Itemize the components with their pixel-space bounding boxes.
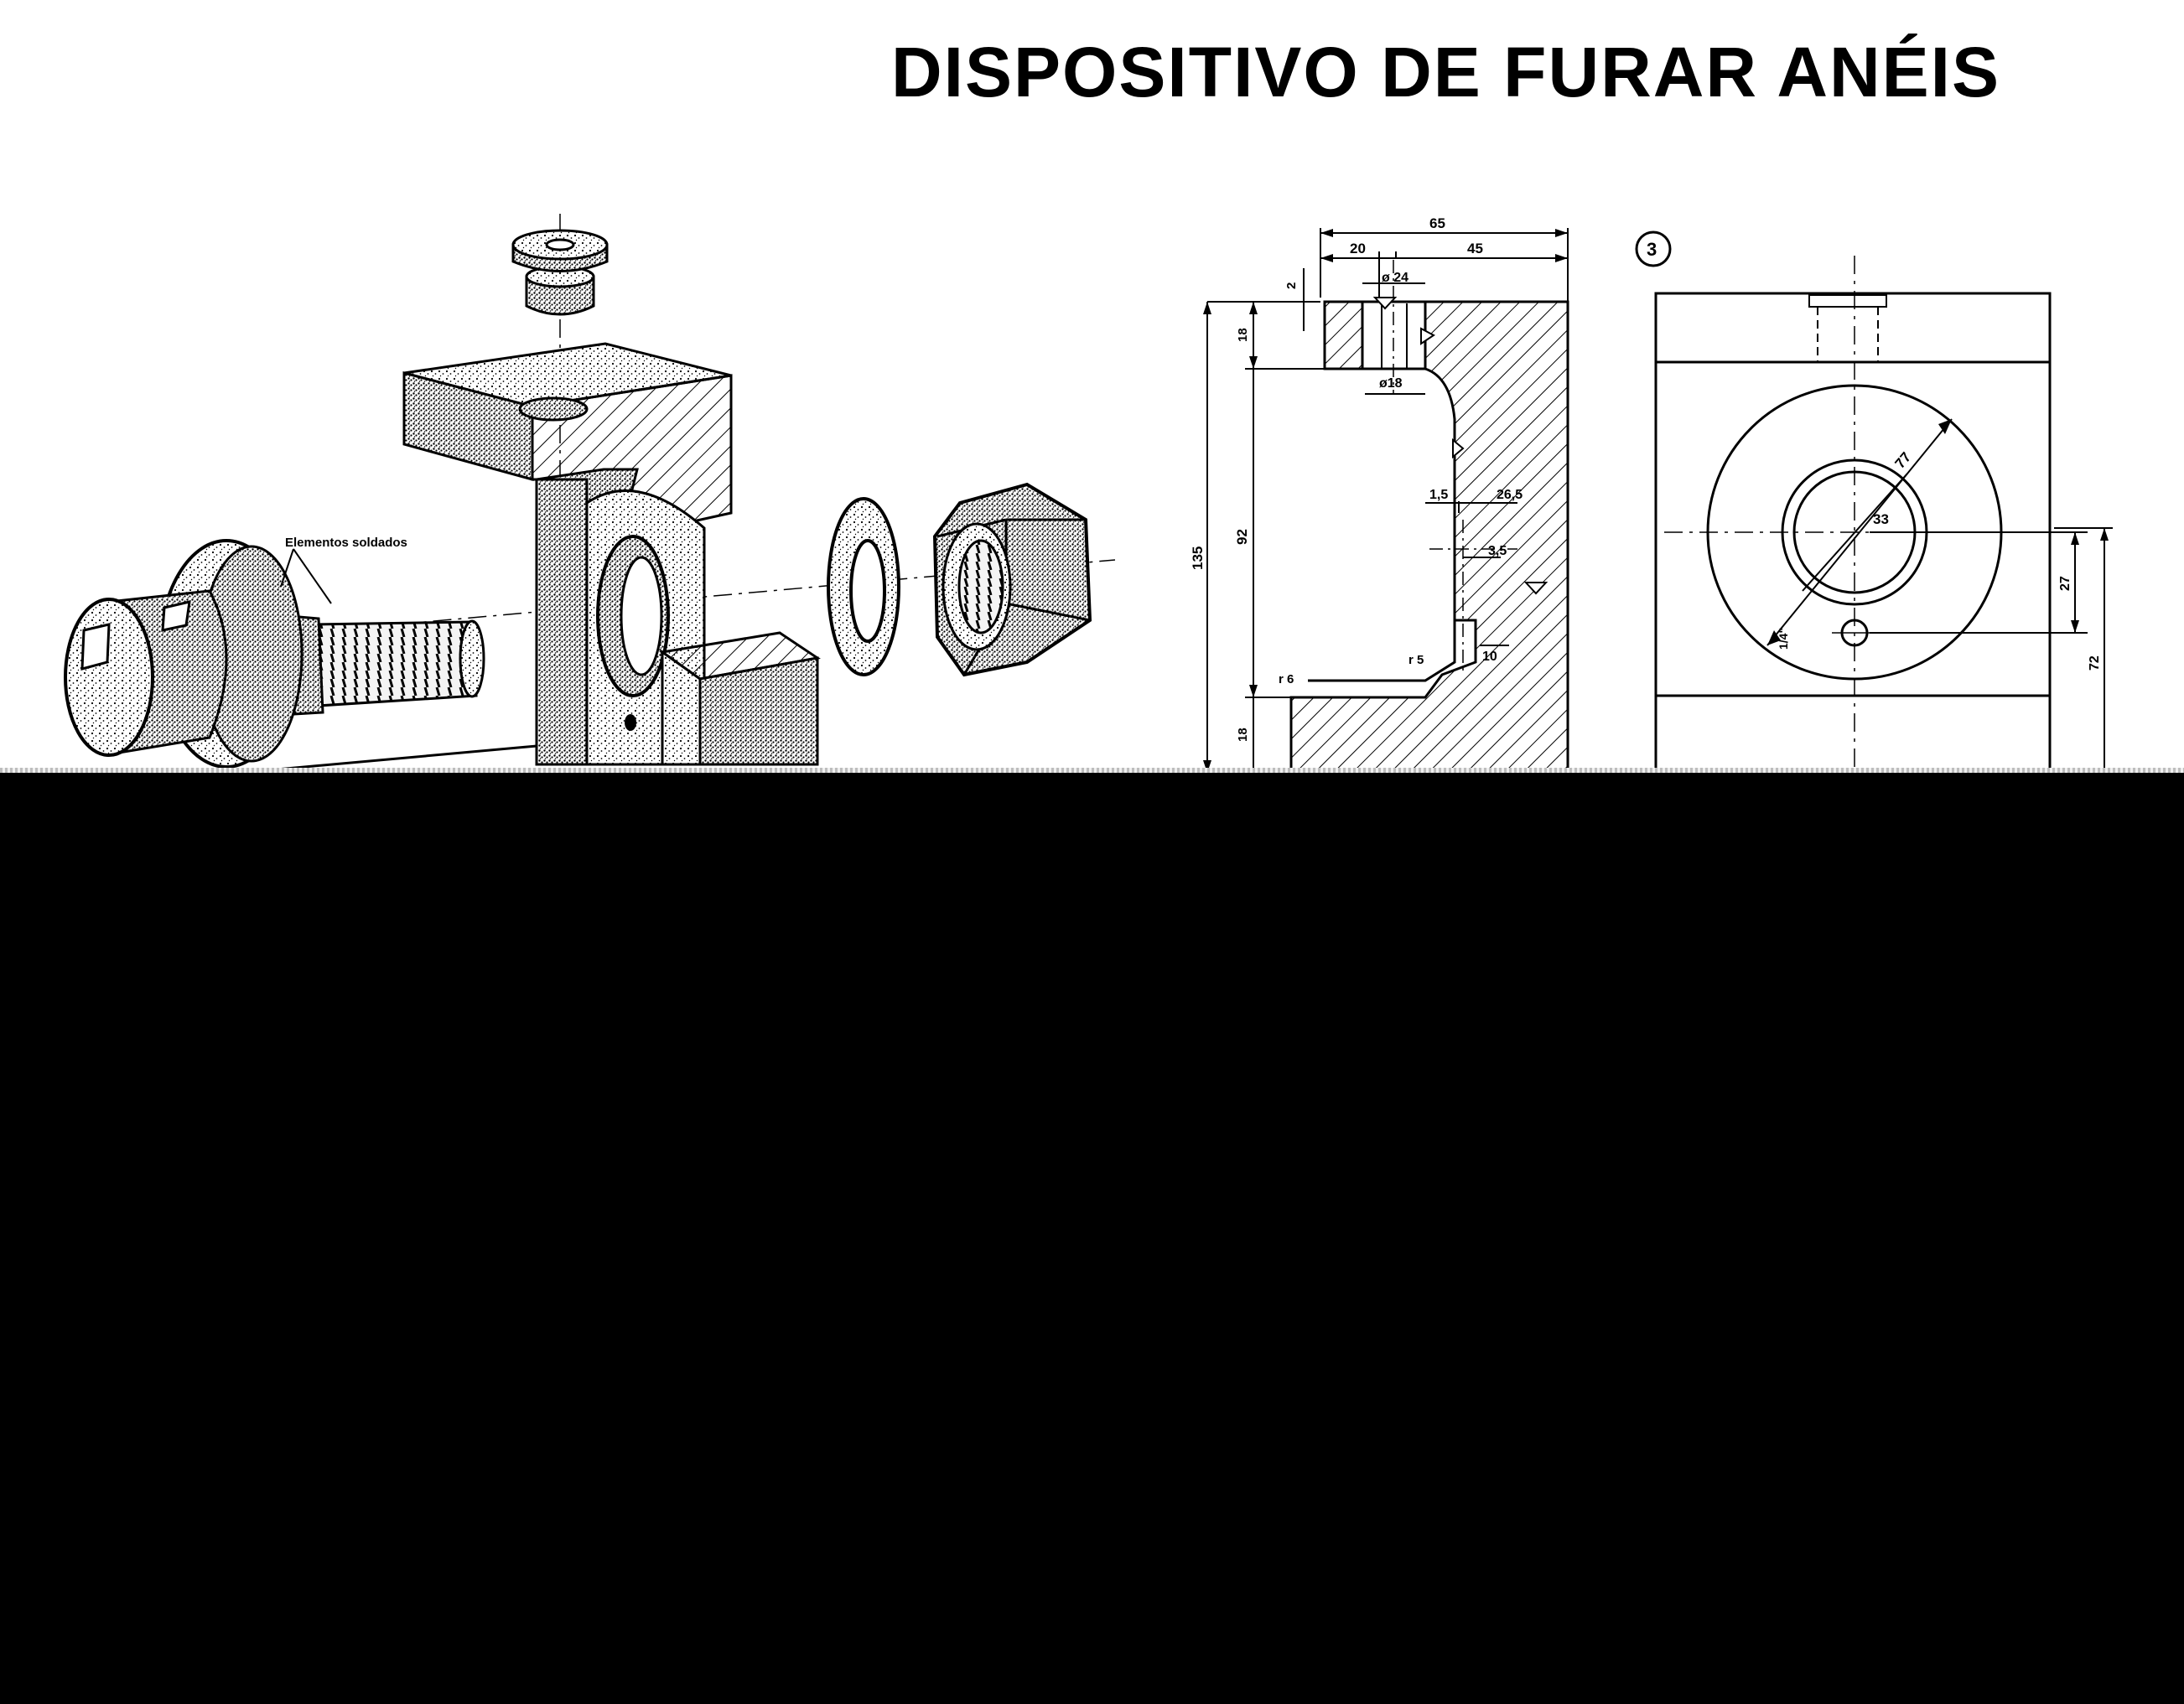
welded-elements-label: Elementos soldados bbox=[285, 536, 407, 550]
view-number: 3 bbox=[1647, 239, 1657, 260]
dim-gap-small: 1,5 bbox=[1429, 488, 1448, 502]
dim-total-height: 135 bbox=[1190, 546, 1206, 570]
threaded-pin: Elementos soldados bbox=[64, 536, 485, 769]
technical-drawing: Elementos soldados bbox=[64, 214, 2113, 773]
dim-left-width: 20 bbox=[1350, 241, 1366, 256]
dim-pin-depth: 10 bbox=[1482, 650, 1497, 664]
dim-pilot-diameter: ø18 bbox=[1379, 376, 1403, 391]
dim-small-step: 2 bbox=[1284, 282, 1299, 289]
masked-region bbox=[0, 773, 2184, 1704]
section-view bbox=[1203, 228, 1569, 773]
dim-inner-height: 92 bbox=[1234, 529, 1250, 545]
dim-overall-width: 65 bbox=[1429, 215, 1445, 231]
dim-center-height: 72 bbox=[2088, 655, 2102, 671]
isometric-exploded-view: Elementos soldados bbox=[64, 214, 1116, 771]
dim-hole-size: 1/4" bbox=[1777, 628, 1790, 650]
dim-offset: 3,5 bbox=[1488, 544, 1507, 558]
dim-bottom-thickness: 18 bbox=[1236, 728, 1250, 742]
dim-center-offset: 27 bbox=[2058, 576, 2072, 591]
washer bbox=[827, 497, 900, 676]
scan-edge bbox=[0, 768, 2184, 773]
dim-gap-large: 26,5 bbox=[1497, 488, 1523, 502]
page-title: DISPOSITIVO DE FURAR ANÉIS bbox=[891, 33, 2001, 111]
hex-nut bbox=[932, 482, 1092, 677]
fixture-body bbox=[276, 342, 821, 771]
front-view bbox=[1635, 230, 2113, 773]
dim-inner-diameter: 33 bbox=[1873, 511, 1889, 527]
drill-bushing bbox=[511, 229, 609, 316]
dim-radius-left: r 6 bbox=[1279, 672, 1294, 686]
dim-bore-diameter: ø 24 bbox=[1382, 271, 1408, 285]
dim-top-thickness: 18 bbox=[1236, 328, 1250, 342]
dim-right-width: 45 bbox=[1467, 241, 1483, 256]
front-view-labels: 3 77 33 1/4" 27 72 bbox=[1647, 239, 2102, 671]
drawing-area: DISPOSITIVO DE FURAR ANÉIS bbox=[0, 0, 2184, 773]
section-dimension-labels: 65 20 45 ø 24 ø18 2 18 92 135 18 1,5 26,… bbox=[1190, 215, 1523, 742]
dim-radius-right: r 5 bbox=[1408, 653, 1424, 667]
